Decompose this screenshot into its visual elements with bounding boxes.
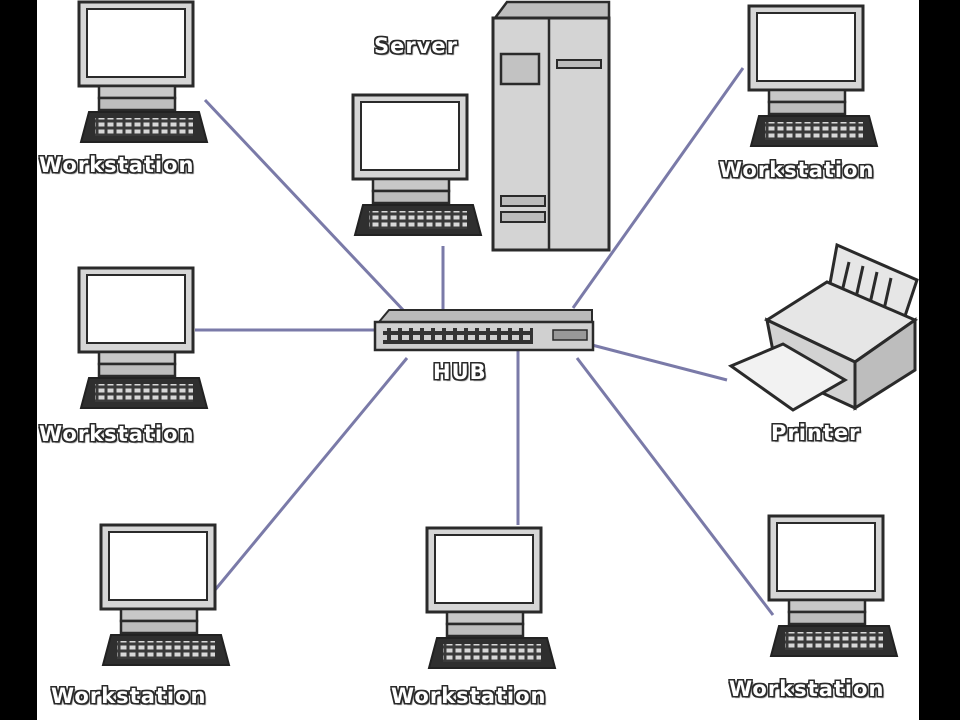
workstation-center [351, 93, 483, 237]
link-ws-bottom-left [213, 357, 409, 591]
label-ws-top-left: Workstation [39, 153, 195, 177]
workstation-bottom-center [425, 526, 557, 670]
link-printer [591, 343, 728, 382]
label-ws-bottom-left: Workstation [51, 684, 207, 708]
label-server: Server [374, 34, 459, 58]
workstation-top-right [747, 4, 879, 148]
network-diagram [77, 0, 919, 670]
link-ws-bottom-right [575, 357, 775, 616]
diagram-canvas: Server HUB Printer Workstation Workstati… [37, 0, 919, 720]
server-tower [491, 0, 611, 252]
workstation-bottom-right [767, 514, 899, 658]
label-ws-mid-left: Workstation [39, 422, 195, 446]
network-links [195, 67, 775, 616]
workstation-mid-left [77, 266, 209, 410]
hub-device [373, 309, 595, 352]
workstation-top-left [77, 0, 209, 144]
label-hub: HUB [433, 360, 487, 384]
label-ws-bottom-center: Workstation [391, 684, 547, 708]
label-ws-bottom-right: Workstation [729, 677, 885, 701]
label-printer: Printer [771, 421, 861, 445]
link-ws-top-left [203, 98, 407, 314]
workstation-bottom-left [99, 523, 231, 667]
printer-device [727, 242, 919, 412]
label-ws-top-right: Workstation [719, 158, 875, 182]
link-ws-top-right [571, 67, 745, 309]
